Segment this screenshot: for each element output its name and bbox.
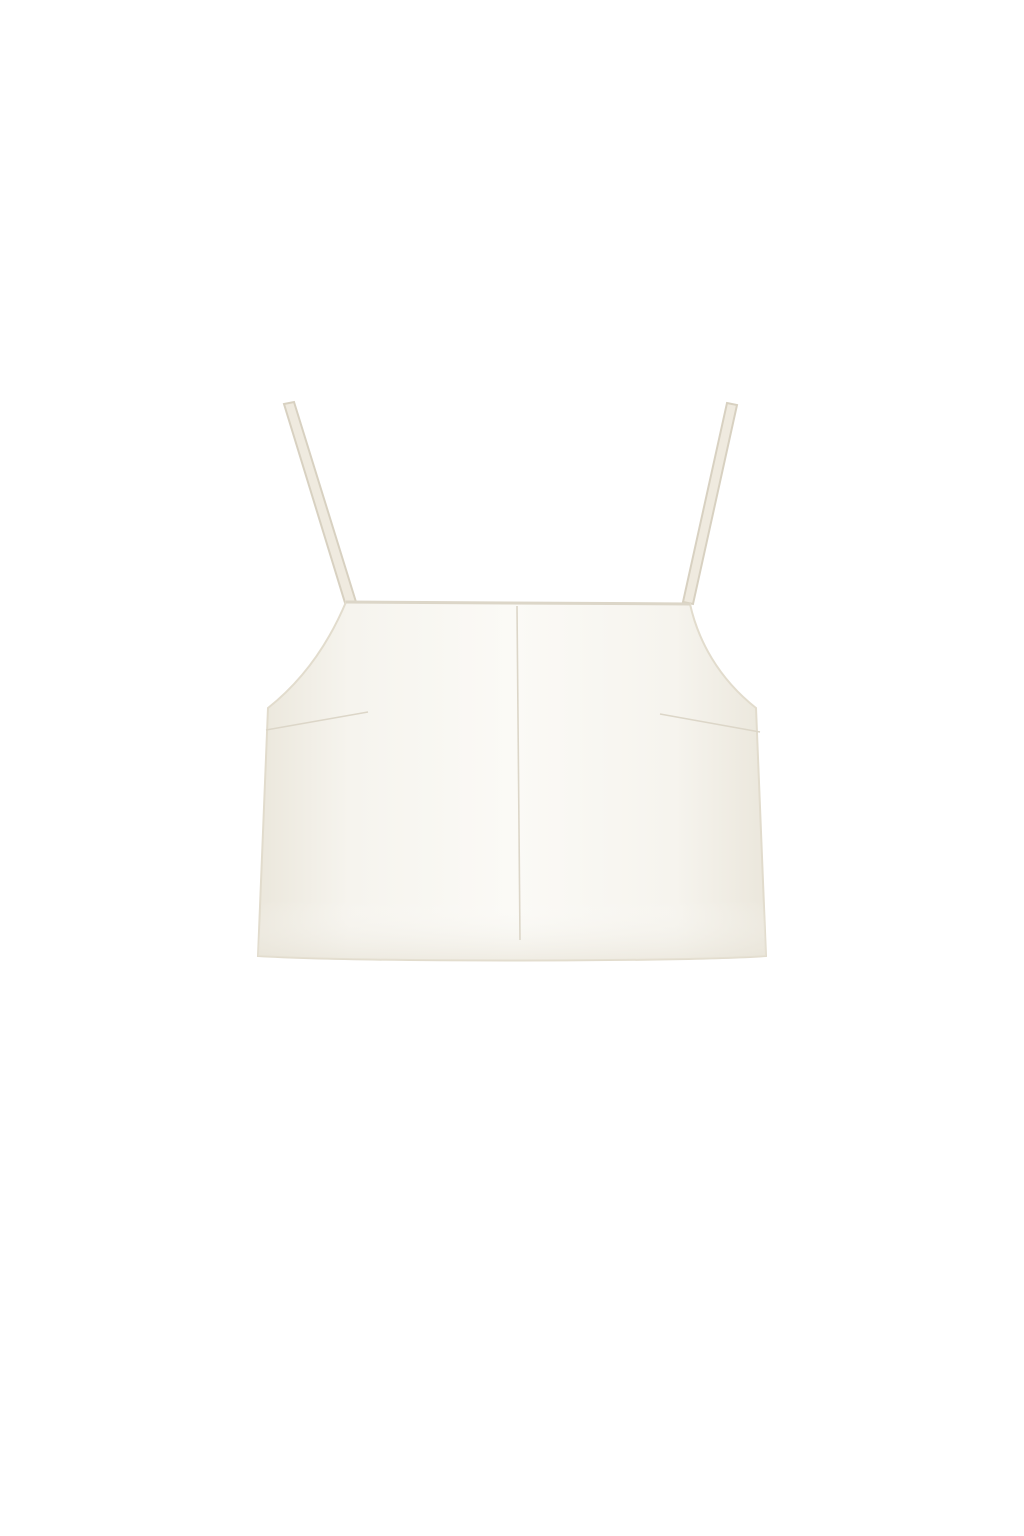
- top-body: [256, 600, 768, 962]
- left-dart-seam: [265, 711, 369, 731]
- right-dart-seam: [659, 713, 761, 733]
- left-strap: [282, 400, 358, 608]
- right-strap: [681, 401, 739, 606]
- center-seam: [516, 605, 521, 941]
- hem-shadow: [258, 900, 766, 961]
- neckline-edge: [345, 600, 691, 606]
